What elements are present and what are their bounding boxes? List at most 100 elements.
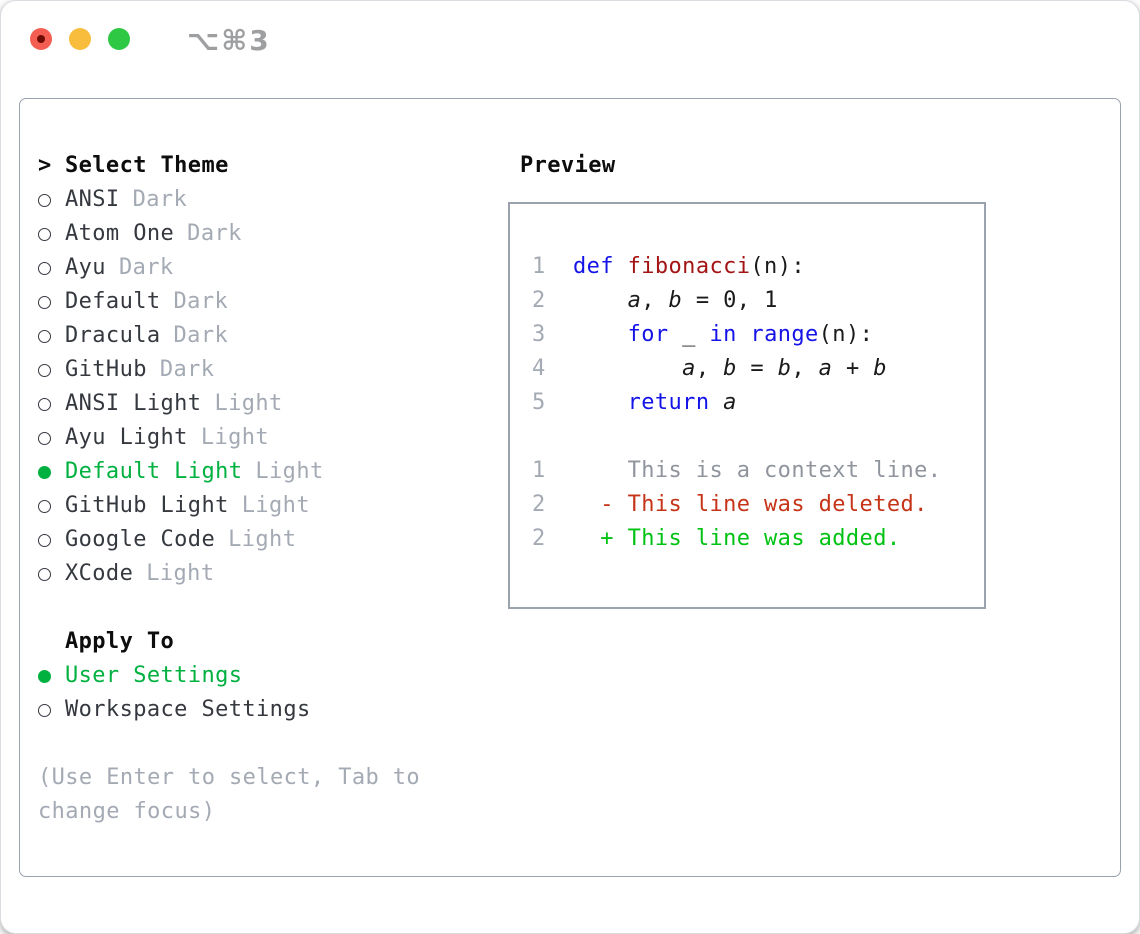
theme-option-label: ANSI Light <box>65 391 202 416</box>
preview-diff-block: 1 This is a context line.2 - This line w… <box>532 454 984 556</box>
preview-line: 3 for _ in range(n): <box>532 318 984 352</box>
apply-option[interactable]: User Settings <box>38 659 498 693</box>
radio-icon <box>38 193 65 207</box>
theme-option-variant: Light <box>255 459 324 484</box>
theme-option[interactable]: Dracula Dark <box>38 319 498 353</box>
theme-list-header: > Select Theme <box>38 149 498 183</box>
radio-icon <box>38 261 65 275</box>
help-line: change focus) <box>38 799 216 824</box>
radio-circle <box>38 533 51 547</box>
radio-icon <box>38 567 65 581</box>
theme-option-variant: Light <box>214 391 283 416</box>
radio-circle <box>38 397 51 411</box>
theme-option-label: Ayu <box>65 255 106 280</box>
radio-circle <box>38 431 51 445</box>
preview-line: 4 a, b = b, a + b <box>532 352 984 386</box>
line-content: a, b = 0, 1 <box>627 288 778 313</box>
theme-option-label: XCode <box>65 561 134 586</box>
theme-option-variant: Light <box>146 561 215 586</box>
theme-option[interactable]: XCode Light <box>38 557 498 591</box>
theme-option[interactable]: GitHub Dark <box>38 353 498 387</box>
radio-circle <box>38 193 51 207</box>
radio-icon <box>38 227 65 241</box>
radio-circle <box>38 499 51 513</box>
theme-option-variant: Dark <box>173 323 229 348</box>
apply-option-label: Workspace Settings <box>65 697 311 722</box>
theme-option[interactable]: Default Dark <box>38 285 498 319</box>
theme-list-title: Select Theme <box>65 153 229 178</box>
line-content: return a <box>627 390 737 415</box>
radio-selected-icon <box>38 669 65 683</box>
radio-selected-icon <box>38 465 65 479</box>
preview-line: 5 return a <box>532 386 984 420</box>
radio-icon <box>38 533 65 547</box>
theme-option-variant: Light <box>241 493 310 518</box>
theme-option-variant: Light <box>228 527 297 552</box>
preview-title: Preview <box>520 153 616 178</box>
theme-option-label: Dracula <box>65 323 161 348</box>
radio-icon <box>38 397 65 411</box>
theme-option-label: ANSI <box>65 187 120 212</box>
apply-option-label: User Settings <box>65 663 243 688</box>
close-button[interactable] <box>30 28 52 50</box>
focus-caret-icon: > <box>38 153 52 178</box>
apply-to-header-row: Apply To <box>38 625 498 659</box>
line-number: 3 <box>532 322 546 347</box>
theme-option-label: GitHub Light <box>65 493 229 518</box>
preview-line: 1 This is a context line. <box>532 454 984 488</box>
line-number: 2 <box>532 288 546 313</box>
theme-option[interactable]: Default Light Light <box>38 455 498 489</box>
theme-option-variant: Dark <box>173 289 229 314</box>
preview-line: 2 - This line was deleted. <box>532 488 984 522</box>
theme-option-variant: Dark <box>159 357 215 382</box>
theme-option-label: GitHub <box>65 357 147 382</box>
titlebar: ⌥⌘3 <box>1 1 1139 98</box>
line-number: 1 <box>532 254 546 279</box>
radio-icon <box>38 703 65 717</box>
line-number: 4 <box>532 356 546 381</box>
radio-circle <box>38 567 51 581</box>
preview-line: 2 a, b = 0, 1 <box>532 284 984 318</box>
theme-option-variant: Dark <box>118 255 174 280</box>
theme-option-label: Atom One <box>65 221 175 246</box>
apply-to-title: Apply To <box>65 629 175 654</box>
apply-option[interactable]: Workspace Settings <box>38 693 498 727</box>
theme-option[interactable]: Atom One Dark <box>38 217 498 251</box>
theme-option-label: Google Code <box>65 527 216 552</box>
radio-icon <box>38 363 65 377</box>
line-number: 2 <box>532 492 546 517</box>
theme-option-label: Default <box>65 289 161 314</box>
window-shortcut-label: ⌥⌘3 <box>187 24 271 57</box>
radio-circle <box>38 465 51 479</box>
zoom-button[interactable] <box>108 28 130 50</box>
radio-icon <box>38 431 65 445</box>
theme-option-label: Default Light <box>65 459 243 484</box>
radio-icon <box>38 295 65 309</box>
line-content: for _ in range(n): <box>627 322 874 347</box>
theme-option[interactable]: GitHub Light Light <box>38 489 498 523</box>
radio-circle <box>38 227 51 241</box>
theme-option[interactable]: ANSI Light Light <box>38 387 498 421</box>
radio-icon <box>38 499 65 513</box>
theme-option-variant: Dark <box>187 221 242 246</box>
minimize-button[interactable] <box>69 28 91 50</box>
line-content: def fibonacci(n): <box>573 254 805 279</box>
radio-circle <box>38 363 51 377</box>
theme-option[interactable]: Ayu Dark <box>38 251 498 285</box>
line-content: a, b = b, a + b <box>682 356 887 381</box>
line-content: - This line was deleted. <box>600 492 928 517</box>
theme-option[interactable]: Google Code Light <box>38 523 498 557</box>
theme-option-variant: Light <box>200 425 270 450</box>
radio-circle <box>38 329 51 343</box>
